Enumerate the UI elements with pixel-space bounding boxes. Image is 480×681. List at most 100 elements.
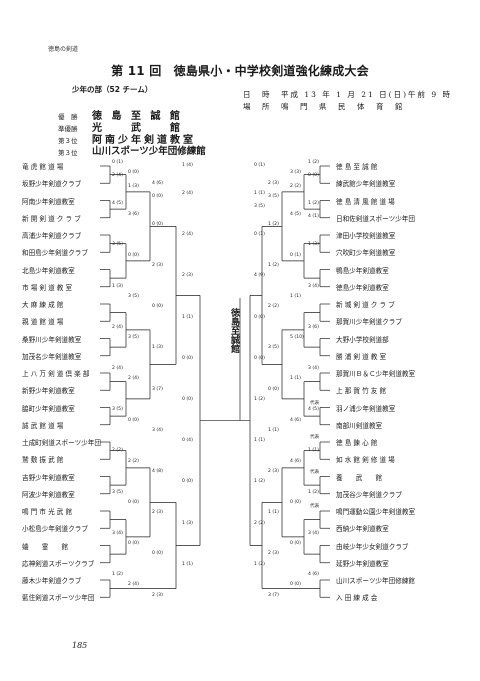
right-bracket-r1: [304, 407, 321, 425]
match-score: 1 (2): [308, 160, 319, 165]
left-team-name: 吉野少年剣道教室: [22, 473, 75, 482]
left-bracket-final: [199, 295, 240, 546]
left-bracket-r1: [109, 442, 126, 460]
right-team-name: 那賀川Ｂ＆Ｃ少年剣道教室: [336, 370, 416, 378]
right-team-name: 津田小学校剣道教室: [336, 232, 396, 240]
left-bracket-r2: [125, 243, 150, 279]
left-team-name: 蛐 霊 館: [22, 542, 69, 551]
right-bracket-r1: [304, 200, 321, 218]
right-team-name: 養 武 館: [336, 473, 383, 482]
result-label: 第３位: [58, 149, 78, 157]
representative-note: 代表: [310, 435, 320, 440]
match-score: 2 (3): [152, 263, 163, 268]
right-team-name: 穴吹町少年剣道教室: [336, 249, 396, 258]
match-score: 5 (10): [290, 335, 304, 341]
match-score: 0 (0): [254, 314, 265, 320]
left-team-name: 鳴 門 市 光 武 館: [22, 508, 73, 516]
match-score: 3 (3): [290, 170, 301, 176]
right-bracket-r3: [262, 467, 283, 537]
right-team-name: 徳島少年剣道教室: [336, 283, 389, 292]
match-score: 0 (0): [290, 541, 301, 547]
match-score: 1 (2): [308, 489, 319, 495]
match-score: 2 (3): [268, 469, 279, 474]
representative-note: 代表: [310, 504, 320, 509]
match-score: 0 (0): [152, 304, 163, 310]
right-team-name: 鴨島少年剣道教室: [336, 266, 389, 275]
right-team-name: 徳 島 至 誠 館: [336, 163, 378, 171]
left-team-name: 応神剣道スポーツクラブ: [22, 559, 95, 568]
right-team-name: 入 田 練 成 会: [336, 594, 378, 603]
match-score: 0 (0): [182, 396, 193, 402]
left-team-name: 誠 武 館 道 場: [22, 421, 64, 430]
match-score: 0 (0): [290, 582, 301, 588]
left-bracket-r2: [125, 312, 150, 348]
match-score: 0 (0): [128, 170, 139, 176]
right-team-name: 西納少年剣道教室: [336, 525, 389, 534]
right-team-name: 由岐少年少女剣道クラブ: [336, 542, 409, 551]
right-bracket-r1: [304, 235, 321, 253]
left-bracket-r1: [109, 373, 126, 391]
right-bracket-r3: [262, 191, 283, 261]
right-bracket-final: [240, 295, 251, 546]
left-team-name: 脇町少年剣道教室: [22, 404, 75, 413]
match-score: 0 (0): [128, 499, 139, 505]
right-team-name: 勝 浦 剣 道 教 室: [336, 352, 387, 361]
right-team-name: 羽ノ浦少年剣道教室: [336, 404, 396, 413]
match-score: 1 (3): [152, 345, 163, 351]
match-score: 1 (1): [268, 427, 279, 433]
match-score: 3 (7): [152, 386, 163, 392]
match-score: 3 (4): [152, 427, 163, 433]
match-score: 3 (7): [268, 592, 279, 598]
match-score: 1 (3): [112, 283, 123, 289]
match-score: 0 (0): [128, 541, 139, 547]
match-score: 4 (5): [112, 201, 123, 207]
match-score: 4 (6): [290, 417, 301, 423]
left-bracket-r3: [149, 329, 176, 399]
right-bracket-r2: [282, 450, 305, 486]
match-score: 2 (4): [128, 582, 139, 588]
match-score: 3 (5): [112, 407, 123, 413]
match-score: 4 (6): [290, 458, 301, 464]
right-bracket-r1: [304, 269, 321, 287]
match-score: 4 (9): [254, 273, 265, 279]
right-bracket-r1: [304, 338, 321, 356]
left-bracket-r2: [125, 450, 150, 486]
match-score: 0 (0): [254, 355, 265, 361]
match-score: 0 (0): [182, 479, 193, 485]
match-score: 0 (4): [182, 438, 193, 444]
left-bracket-r1: [109, 269, 126, 287]
match-score: 2 (3): [268, 180, 279, 186]
right-bracket-r2: [282, 243, 305, 279]
left-bracket-r1: [109, 338, 126, 356]
match-score: 2 (2): [268, 304, 279, 310]
match-score: 1 (2): [254, 479, 265, 485]
match-score: 1 (1): [290, 376, 301, 382]
match-score: 1 (1): [254, 438, 265, 444]
match-score: 1 (2): [308, 201, 319, 207]
match-score: 3 (5): [112, 489, 123, 495]
match-score: 1 (2): [268, 263, 279, 268]
left-bracket-r1: [109, 476, 126, 494]
match-score: 1 (1): [268, 510, 279, 516]
match-score: 3 (5): [254, 204, 265, 210]
left-bracket-r3: [149, 467, 176, 537]
right-team-name: 南部川剣道教室: [336, 421, 383, 430]
left-team-name: 上 八 万 剣 道 倶 楽 部: [22, 370, 90, 378]
match-score: 0 (0): [128, 252, 139, 258]
match-score: 3 (4): [112, 530, 123, 536]
match-score: 3 (6): [308, 324, 319, 330]
match-score: 0 (1): [254, 162, 265, 168]
right-bracket-r2: [282, 519, 305, 555]
right-bracket-r1: [304, 511, 321, 529]
match-score: 3 (5): [112, 242, 123, 248]
left-bracket-r2: [125, 381, 150, 417]
right-team-name: 大野小学校剣道部: [336, 335, 389, 344]
match-score: 3 (5): [268, 193, 279, 199]
right-team-name: 練武館少年剣道教室: [336, 180, 396, 189]
match-score: 2 (3): [268, 551, 279, 557]
match-score: 1 (1): [182, 561, 193, 567]
right-bracket-r3: [262, 329, 283, 399]
match-score: 0 (0): [152, 551, 163, 557]
right-bracket-r1: [304, 166, 321, 184]
